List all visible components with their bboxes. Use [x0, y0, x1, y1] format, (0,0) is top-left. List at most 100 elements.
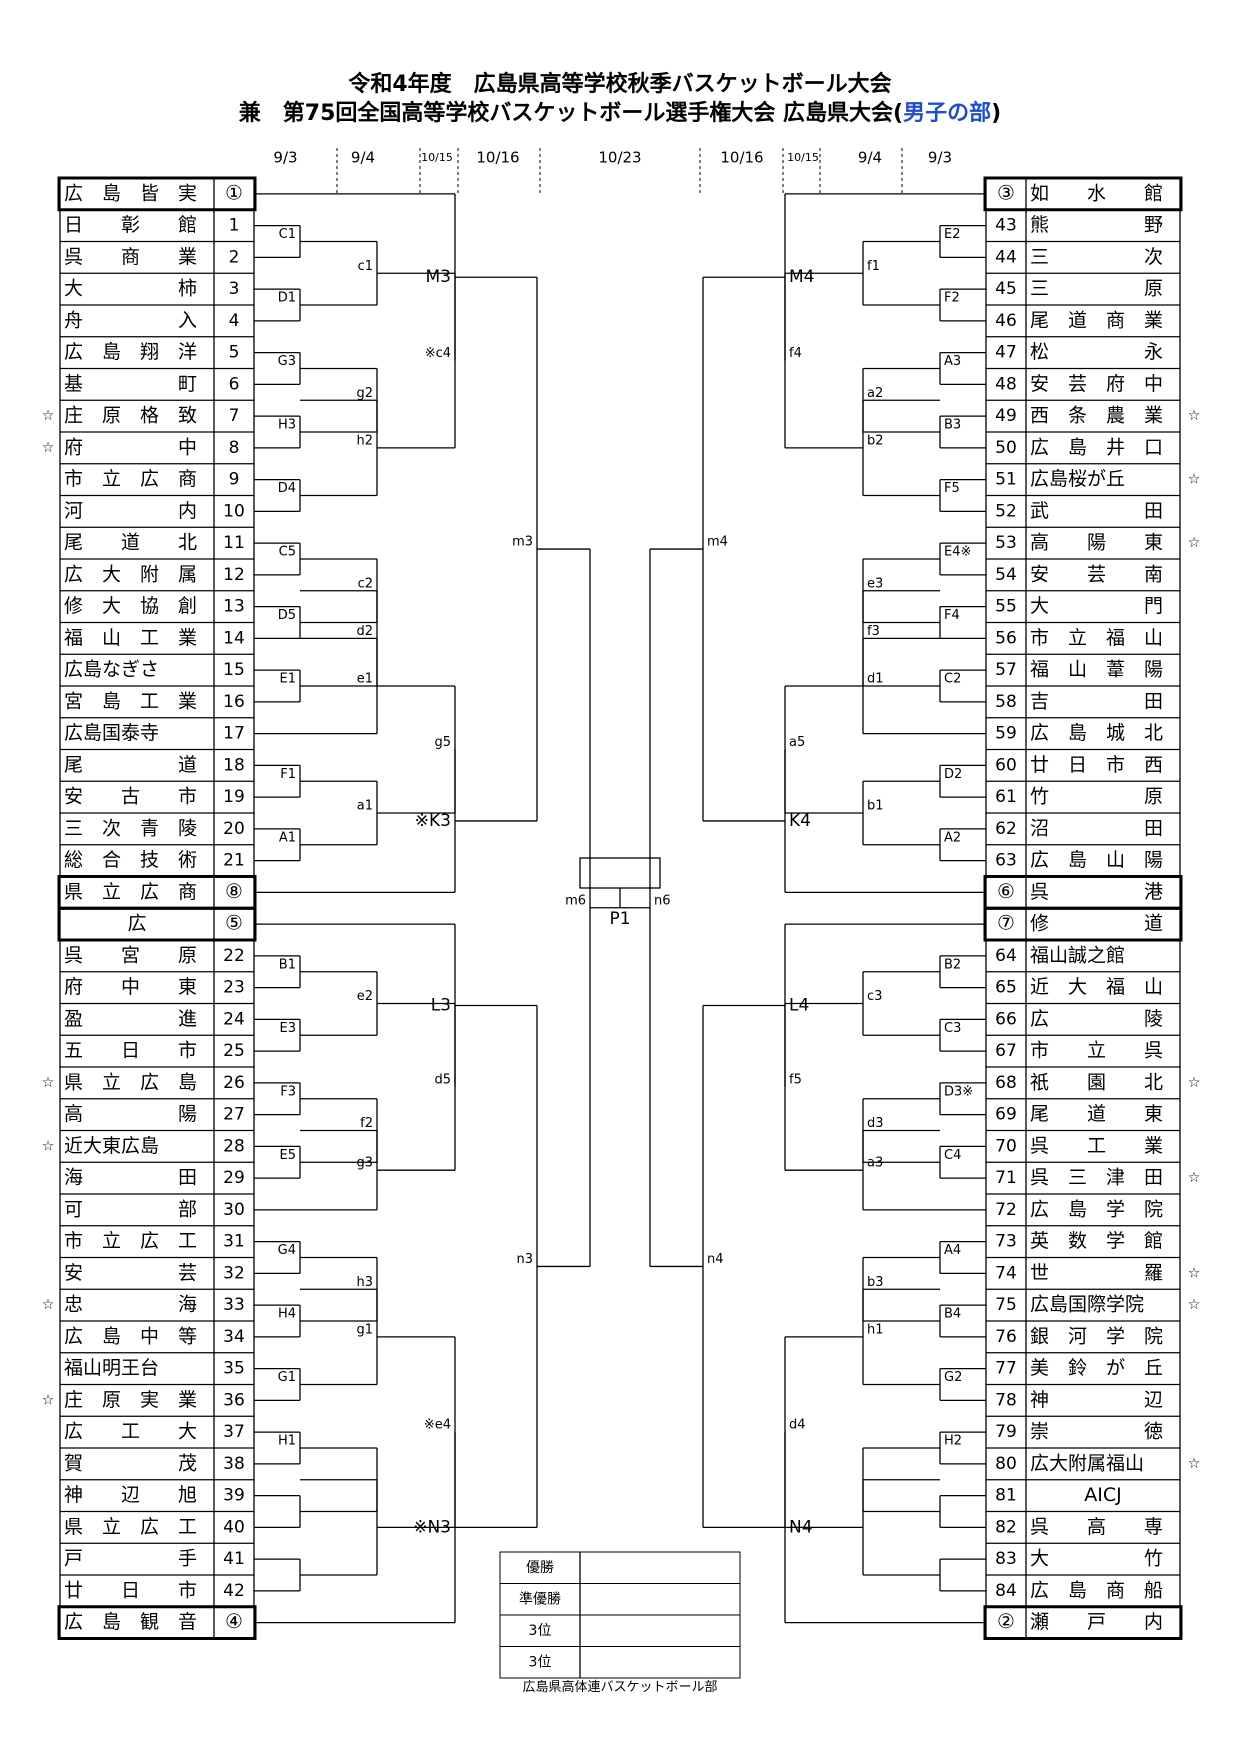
team-name: 尾 道 北 [64, 532, 197, 554]
left-match-label: D5 [278, 608, 296, 623]
team-name: 修 大 協 創 [64, 595, 197, 617]
star-mark: ☆ [42, 1392, 55, 1408]
team-name: 呉 三 津 田 [1030, 1167, 1163, 1189]
team-name: 福 山 葦 陽 [1030, 659, 1163, 681]
entry-number: 45 [995, 279, 1017, 299]
entry-number: 43 [995, 216, 1017, 236]
team-name: 広 工 大 [64, 1421, 197, 1443]
team-name: 府 中 [64, 436, 197, 458]
left-match-label: F1 [280, 767, 296, 782]
left-match-label: D4 [278, 481, 296, 496]
left-match-label: H1 [278, 1434, 296, 1449]
star-mark: ☆ [42, 1138, 55, 1154]
left-match-label: H3 [278, 418, 296, 433]
team-name: 広島なぎさ [64, 659, 159, 681]
team-name: 高 陽 [64, 1103, 197, 1125]
right-match-label: F2 [944, 291, 960, 306]
right-match-label: L4 [789, 995, 809, 1015]
team-name: 広 大 附 属 [64, 563, 197, 585]
entry-number: 16 [223, 692, 245, 712]
entry-number: 56 [995, 628, 1017, 648]
entry-number: 35 [223, 1359, 245, 1379]
left-match-label: M3 [426, 267, 451, 287]
entry-number: 2 [229, 247, 240, 267]
left-match-label: a1 [357, 799, 373, 814]
entry-number: 14 [223, 628, 245, 648]
entry-number: 26 [223, 1073, 245, 1093]
entry-number: 44 [995, 247, 1017, 267]
seed-number: ⑧ [225, 879, 243, 903]
team-name: 広 島 井 口 [1030, 436, 1163, 458]
right-match-label: b1 [867, 799, 884, 814]
seed-number: ⑤ [225, 911, 243, 935]
entry-number: 62 [995, 819, 1017, 839]
team-name: 宮 島 工 業 [64, 690, 197, 712]
right-match-label: n4 [707, 1252, 724, 1267]
right-match-label: f1 [867, 259, 880, 274]
entry-number: 66 [995, 1009, 1017, 1029]
right-match-label: b3 [867, 1275, 884, 1290]
team-name: 呉 高 専 [1030, 1516, 1163, 1538]
entry-number: 42 [223, 1581, 245, 1601]
entry-number: 83 [995, 1549, 1017, 1569]
entry-number: 6 [229, 374, 240, 394]
entry-number: 68 [995, 1073, 1017, 1093]
team-name: 市 立 福 山 [1030, 627, 1163, 649]
entry-number: 76 [995, 1327, 1017, 1347]
date-label: 9/4 [351, 149, 375, 167]
team-name: 広島国泰寺 [64, 722, 159, 744]
team-name: 尾 道 商 業 [1030, 309, 1163, 331]
team-name: 西 条 農 業 [1030, 405, 1163, 427]
team-name: 広 島 城 北 [1030, 722, 1163, 744]
right-match-label: B3 [944, 418, 961, 433]
star-mark: ☆ [42, 1075, 55, 1091]
right-match-label: G2 [944, 1370, 962, 1385]
entry-number: 9 [229, 470, 240, 490]
entry-number: 63 [995, 851, 1017, 871]
entry-number: 39 [223, 1486, 245, 1506]
right-match-label: C2 [944, 672, 961, 687]
star-mark: ☆ [1188, 535, 1201, 551]
team-name: 府 中 東 [64, 976, 197, 998]
left-match-label: D1 [278, 291, 296, 306]
team-name: 広島桜が丘 [1030, 468, 1125, 490]
left-match-label: F3 [280, 1084, 296, 1099]
team-name: 広 [127, 913, 146, 935]
entry-number: 12 [223, 565, 245, 585]
right-match-label: M4 [789, 267, 814, 287]
entry-number: 69 [995, 1105, 1017, 1125]
entry-number: 7 [229, 406, 240, 426]
right-match-label: f5 [789, 1072, 802, 1087]
entry-number: 24 [223, 1009, 245, 1029]
left-match-label: C5 [279, 545, 296, 560]
left-match-label: E3 [280, 1021, 297, 1036]
star-mark: ☆ [1188, 472, 1201, 488]
left-match-label: A1 [279, 830, 296, 845]
date-label: 9/3 [273, 149, 297, 167]
team-name: 三 次 [1030, 246, 1163, 268]
entry-number: 15 [223, 660, 245, 680]
team-name: 熊 野 [1030, 214, 1163, 236]
team-name: 総 合 技 術 [64, 849, 197, 871]
entry-number: 28 [223, 1136, 245, 1156]
team-name: 神 辺 [1030, 1389, 1163, 1411]
left-match-label: m3 [512, 535, 533, 550]
entry-number: 33 [223, 1295, 245, 1315]
team-name: 市 立 広 工 [64, 1230, 197, 1252]
right-match-label: e3 [867, 576, 883, 591]
right-match-label: b2 [867, 433, 884, 448]
entry-number: 10 [223, 501, 245, 521]
team-name: 県 立 広 工 [64, 1516, 197, 1538]
date-label: 10/15 [787, 151, 819, 164]
team-name: 高 陽 東 [1030, 532, 1163, 554]
team-name: 五 日 市 [64, 1040, 197, 1062]
team-name: 県 立 広 商 [64, 881, 197, 903]
entry-number: 8 [229, 438, 240, 458]
entry-number: 53 [995, 533, 1017, 553]
team-name: 廿 日 市 西 [1030, 754, 1163, 776]
results-label: 優勝 [526, 1560, 554, 1576]
left-match-label: C1 [279, 227, 296, 242]
team-name: 大 門 [1030, 595, 1163, 617]
entry-number: 72 [995, 1200, 1017, 1220]
entry-number: 77 [995, 1359, 1017, 1379]
